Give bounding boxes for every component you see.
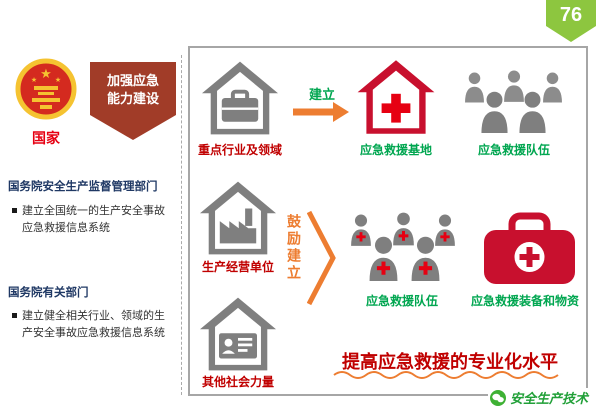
rescue-team-icon: [458, 70, 570, 138]
row1-arrow-label: 建立: [308, 87, 335, 102]
nation-label: 国家: [32, 130, 60, 146]
row2-team-label: 应急救援队伍: [365, 294, 438, 308]
footer-slogan: 提高应急救援的专业化水平: [342, 352, 558, 372]
row1-base-label: 应急救援基地: [359, 143, 432, 157]
vertical-dashed-divider: [181, 55, 182, 395]
china-emblem-icon: ★ ★ ★: [14, 56, 78, 122]
house-briefcase-icon: [200, 60, 280, 136]
section1-bullet-text: 建立全国统一的生产安全事故应急救援信息系统: [22, 205, 165, 234]
wavy-underline: [332, 370, 568, 380]
row2-source-label: 生产经营单位: [201, 260, 274, 274]
watermark-text: 安全生产技术: [509, 391, 588, 406]
row2-equipment-label: 应急救援装备和物资: [470, 294, 579, 308]
page-number-badge: 76: [546, 0, 596, 42]
section1-heading: 国务院安全生产监督管理部门: [8, 181, 158, 193]
first-aid-kit-icon: [482, 206, 577, 286]
chevron-right-icon: [307, 210, 337, 306]
section2-heading: 国务院有关部门: [8, 287, 89, 299]
capability-banner: 加强应急 能力建设: [90, 62, 176, 140]
rescue-base-icon: [356, 58, 436, 136]
row1-source-label: 重点行业及领域: [197, 143, 282, 157]
arrow-right-icon: [293, 102, 349, 122]
bullet-square-icon: [12, 208, 17, 213]
row3-source-label: 其他社会力量: [201, 375, 274, 389]
svg-text:★: ★: [55, 76, 61, 84]
banner-line1: 加强应急: [106, 73, 159, 88]
section1-bullet: 建立全国统一的生产安全事故应急救援信息系统: [12, 203, 174, 236]
banner-line2: 能力建设: [106, 90, 159, 106]
rescue-team-cross-icon: [344, 212, 464, 286]
svg-text:★: ★: [40, 66, 52, 81]
watermark: 安全生产技术: [487, 388, 590, 407]
section2-bullet: 建立健全相关行业、领域的生产安全事故应急救援信息系统: [12, 308, 174, 341]
section2-bullet-text: 建立健全相关行业、领域的生产安全事故应急救援信息系统: [22, 310, 165, 339]
house-idcard-icon: [198, 296, 278, 372]
wechat-icon: [489, 389, 506, 406]
bullet-square-icon: [12, 313, 17, 318]
house-factory-icon: [198, 180, 278, 256]
row2-arrow-label: 鼓励建立: [286, 214, 302, 282]
svg-text:★: ★: [31, 76, 37, 84]
row1-team-label: 应急救援队伍: [477, 143, 550, 157]
